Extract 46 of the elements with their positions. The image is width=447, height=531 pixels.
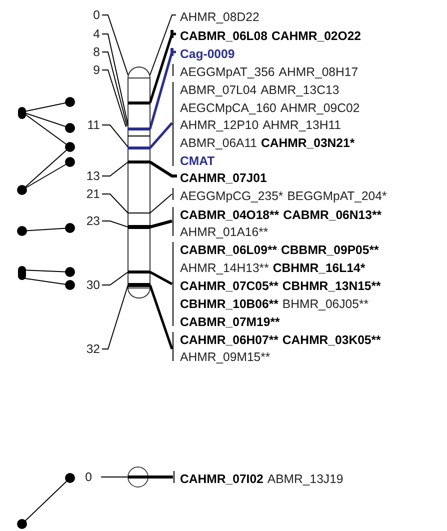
marker-label: CBBMR_09P05** <box>281 243 379 257</box>
marker-label: CAHMR_03N21* <box>261 136 355 150</box>
marker-label: CAHMR_02O22 <box>271 29 362 43</box>
marker-label: AHMR_12P10 <box>180 118 259 132</box>
marker-label: AHMR_08D22 <box>180 10 260 24</box>
position-label: 30 <box>86 278 100 292</box>
marker-label: CABMR_06L08 <box>180 29 268 43</box>
marker-label: ABMR_13C13 <box>260 83 340 97</box>
marker-label: CAHMR_06H07** <box>180 333 278 347</box>
position-label: 21 <box>86 187 100 201</box>
position-label: 4 <box>93 27 100 41</box>
marker-label: AHMR_14H13** <box>180 261 269 275</box>
position-label: 32 <box>86 342 100 356</box>
position-label: 23 <box>86 214 100 228</box>
position-label: 0 <box>85 470 92 484</box>
marker-label: CAHMR_07I02 <box>180 472 264 486</box>
marker-label: CAHMR_07C05** <box>180 279 278 293</box>
marker-label: ABMR_07L04 <box>180 83 257 97</box>
marker-label: AEGGMpAT_356 <box>180 65 275 79</box>
position-label: 9 <box>93 63 100 77</box>
marker-label: AEGCMpCA_160 <box>180 101 276 115</box>
marker-label: AHMR_09C02 <box>280 101 360 115</box>
position-label: 0 <box>93 8 100 22</box>
marker-label: AHMR_09M15** <box>180 350 270 364</box>
position-label: 8 <box>93 45 100 59</box>
marker-label: CABMR_07M19** <box>180 315 280 329</box>
marker-label: CAHMR_03K05** <box>282 333 381 347</box>
marker-label: ABMR_06A11 <box>180 136 258 150</box>
position-label: 11 <box>87 118 100 132</box>
marker-label: CABMR_04O18** <box>180 208 280 222</box>
marker-label: CAHMR_07J01 <box>180 171 267 185</box>
marker-label: AHMR_01A16** <box>180 225 268 239</box>
position-label: 13 <box>86 169 100 183</box>
marker-label: BHMR_06J05** <box>282 297 369 311</box>
marker-label: Cag-0009 <box>180 47 235 61</box>
marker-label: AHMR_13H11 <box>262 118 341 132</box>
marker-label: BEGGMpAT_204* <box>287 189 387 203</box>
marker-label: CBHMR_16L14* <box>272 261 366 275</box>
marker-label: CBHMR_10B06** <box>180 297 278 311</box>
marker-label: CBHMR_13N15** <box>282 279 381 293</box>
marker-label: CABMR_06N13** <box>283 208 382 222</box>
marker-label: AHMR_08H17 <box>278 65 358 79</box>
marker-label: CABMR_06L09** <box>180 243 278 257</box>
marker-label: AEGGMpCG_235* <box>180 189 284 203</box>
marker-label: CMAT <box>180 154 215 168</box>
marker-label: ABMR_13J19 <box>267 472 344 486</box>
